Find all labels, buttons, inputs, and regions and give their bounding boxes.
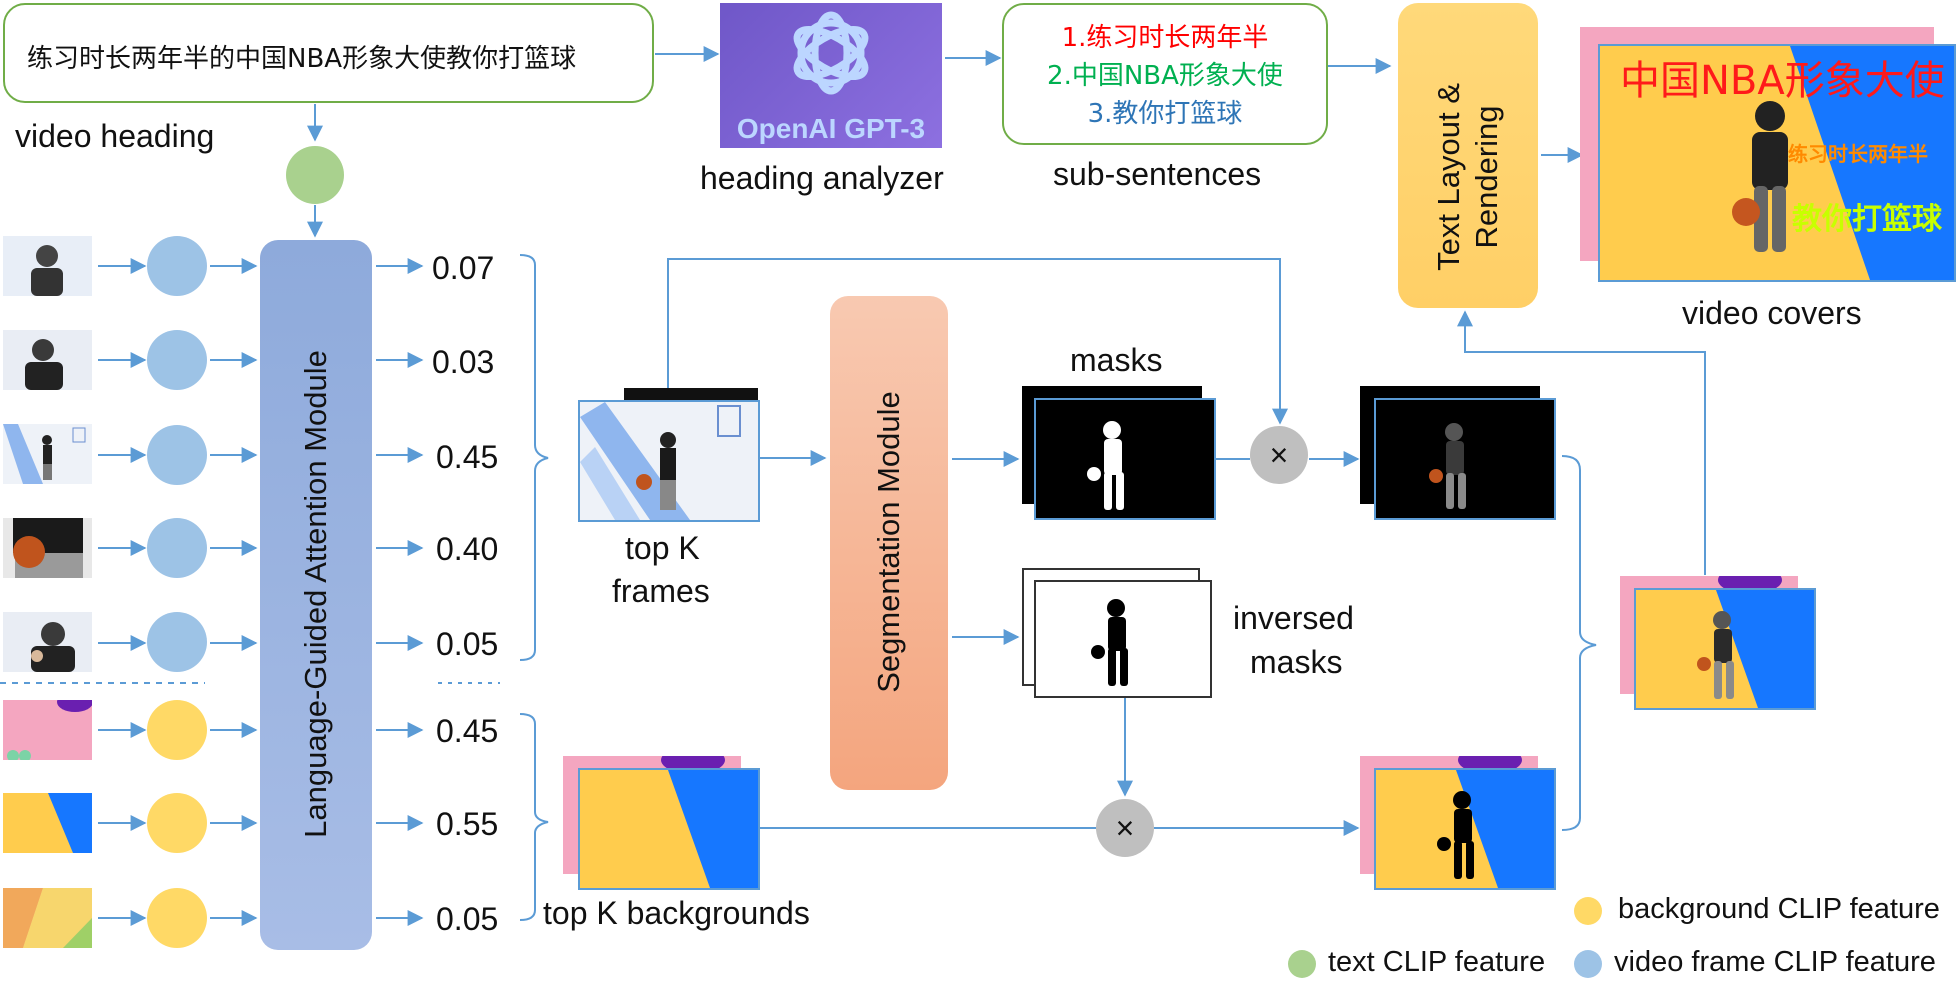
cover-title-mid: 练习时长两年半 bbox=[1788, 142, 1928, 166]
bg-score-3: 0.05 bbox=[436, 901, 499, 937]
legend-video-label: video frame CLIP feature bbox=[1614, 946, 1936, 978]
legend-background-label: background CLIP feature bbox=[1618, 893, 1940, 925]
inv-mask-silhouette bbox=[1091, 599, 1128, 686]
heading-analyzer-label: heading analyzer bbox=[700, 160, 944, 196]
sub-sentence-3: 3.教你打篮球 bbox=[1087, 99, 1243, 129]
cover-title-big: 中国NBA形象大使 bbox=[1620, 58, 1945, 104]
bg-clip-feature-1 bbox=[147, 700, 207, 760]
text-layout-rendering-box: Text Layout & Rendering bbox=[1398, 3, 1538, 308]
frame-score-2: 0.03 bbox=[432, 344, 495, 380]
openai-logo-text: OpenAI GPT-3 bbox=[736, 113, 926, 144]
video-covers-label: video covers bbox=[1682, 295, 1862, 331]
topk-backgrounds-label: top K backgrounds bbox=[543, 895, 810, 931]
bg-clip-feature-2 bbox=[147, 793, 207, 853]
video-cover-background bbox=[1600, 46, 1870, 280]
attention-module: Language-Guided Attention Module bbox=[260, 240, 372, 950]
legend-background-dot bbox=[1574, 897, 1602, 925]
multiply-node-bottom: × bbox=[1096, 799, 1154, 857]
composite-front bbox=[1634, 588, 1816, 710]
frame-thumb-3 bbox=[3, 424, 92, 484]
frame-thumb-1 bbox=[3, 236, 92, 296]
legend-text-label: text CLIP feature bbox=[1328, 946, 1546, 978]
openai-gpt3-logo: OpenAI GPT-3 bbox=[720, 3, 942, 148]
mask-front bbox=[1034, 398, 1216, 520]
legend-video-dot bbox=[1574, 950, 1602, 978]
composite-fill bbox=[1636, 590, 1758, 708]
fg-person bbox=[1429, 423, 1466, 509]
segmentation-module-label: Segmentation Module bbox=[871, 391, 906, 693]
topk-frames-label-1: top K bbox=[625, 530, 700, 566]
frame-clip-feature-1 bbox=[147, 236, 207, 296]
video-cover: 中国NBA形象大使 练习时长两年半 教你打篮球 bbox=[1598, 44, 1956, 282]
segmentation-module: Segmentation Module bbox=[830, 296, 948, 790]
mask-silhouette bbox=[1087, 421, 1124, 510]
multiply-node-top: × bbox=[1250, 426, 1308, 484]
video-heading-label: video heading bbox=[15, 118, 215, 154]
video-heading-box: 练习时长两年半的中国NBA形象大使教你打篮球 bbox=[3, 3, 654, 103]
frame-score-4: 0.40 bbox=[436, 531, 499, 567]
bg-score-1: 0.45 bbox=[436, 713, 499, 749]
text-clip-feature bbox=[286, 146, 344, 204]
inv-mask-front bbox=[1034, 580, 1212, 698]
sub-sentence-1: 1.练习时长两年半 bbox=[1061, 23, 1269, 53]
frame-thumb-4 bbox=[3, 518, 92, 578]
fg-result bbox=[1374, 398, 1556, 520]
topk-frames-label-2: frames bbox=[612, 573, 710, 609]
attention-module-label: Language-Guided Attention Module bbox=[298, 350, 333, 838]
sub-sentences-box: 1.练习时长两年半 2.中国NBA形象大使 3.教你打篮球 bbox=[1002, 3, 1328, 145]
inversed-masks-label-1: inversed bbox=[1233, 600, 1354, 636]
sub-sentences-label: sub-sentences bbox=[1053, 156, 1262, 192]
legend-text-dot bbox=[1288, 950, 1316, 978]
bg-result bbox=[1374, 768, 1556, 890]
frame-clip-feature-5 bbox=[147, 612, 207, 672]
topk-bg bbox=[578, 768, 760, 890]
masks-label: masks bbox=[1070, 342, 1163, 378]
bg-result-fill bbox=[1376, 770, 1498, 888]
frame-thumb-2 bbox=[3, 330, 92, 390]
frame-score-5: 0.05 bbox=[436, 626, 499, 662]
bg-clip-feature-3 bbox=[147, 888, 207, 948]
text-layout-rendering-label: Text Layout & Rendering bbox=[1431, 83, 1504, 271]
frame-clip-feature-4 bbox=[147, 518, 207, 578]
cover-title-small: 教你打篮球 bbox=[1792, 202, 1942, 237]
openai-knot-icon bbox=[793, 11, 869, 95]
bg-score-2: 0.55 bbox=[436, 806, 499, 842]
topk-frame bbox=[578, 400, 760, 522]
frame-score-1: 0.07 bbox=[432, 250, 495, 286]
frame-score-3: 0.45 bbox=[436, 439, 499, 475]
video-heading-text: 练习时长两年半的中国NBA形象大使教你打篮球 bbox=[27, 44, 577, 74]
bg-thumb-3 bbox=[3, 888, 92, 948]
frame-clip-feature-2 bbox=[147, 330, 207, 390]
sub-sentence-2: 2.中国NBA形象大使 bbox=[1047, 61, 1283, 91]
inversed-masks-label-2: masks bbox=[1250, 644, 1343, 680]
frame-ellipsis-divider bbox=[0, 682, 500, 684]
frame-thumb-5 bbox=[3, 612, 92, 672]
bg-thumb-1 bbox=[3, 700, 92, 760]
bg-thumb-2 bbox=[3, 793, 92, 853]
frame-clip-feature-3 bbox=[147, 425, 207, 485]
